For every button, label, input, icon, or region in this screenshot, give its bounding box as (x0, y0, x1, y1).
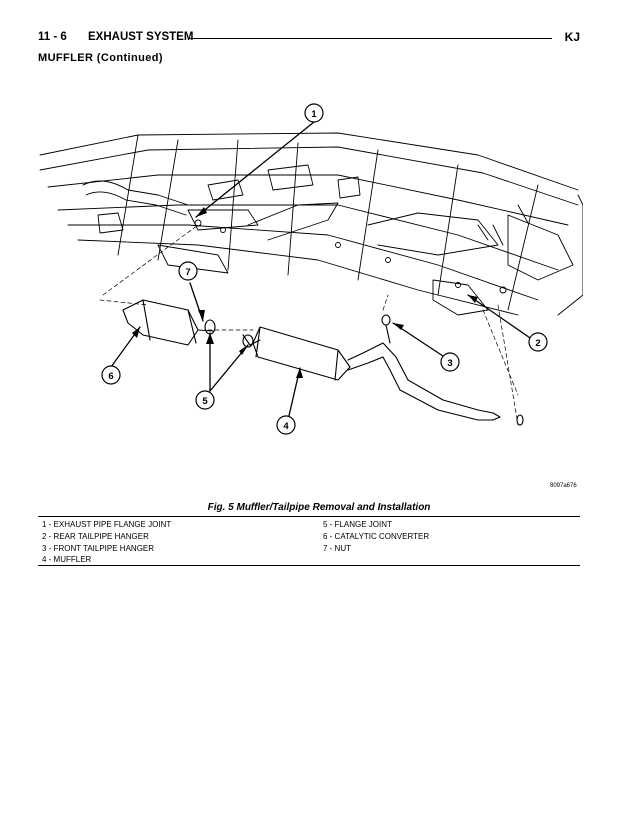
figure-caption: Fig. 5 Muffler/Tailpipe Removal and Inst… (207, 502, 431, 513)
svg-text:7: 7 (185, 267, 190, 278)
legend-column-left: 1 - EXHAUST PIPE FLANGE JOINT 2 - REAR T… (42, 519, 171, 566)
svg-text:3: 3 (447, 358, 452, 369)
svg-text:6: 6 (108, 371, 113, 382)
legend-column-right: 5 - FLANGE JOINT 6 - CATALYTIC CONVERTER… (323, 519, 429, 554)
svg-text:5: 5 (202, 396, 208, 407)
legend-item: 3 - FRONT TAILPIPE HANGER (42, 543, 155, 553)
arrowheads (132, 207, 478, 378)
figure-id: 8097a676 (550, 483, 577, 489)
svg-text:4: 4 (283, 421, 289, 432)
callout-2: 2 (528, 332, 548, 352)
subheading: MUFFLER (Continued) (38, 52, 163, 64)
legend-item: 4 - MUFFLER (42, 555, 92, 565)
callout-3: 3 (440, 352, 460, 372)
page-header: 11 - 6 EXHAUST SYSTEM KJ (38, 29, 580, 47)
callout-5: 5 (195, 390, 215, 410)
svg-text:1: 1 (311, 109, 317, 120)
catalytic-converter-drawing (122, 299, 216, 346)
legend-item: 1 - EXHAUST PIPE FLANGE JOINT (42, 520, 172, 529)
legend-item: 7 - NUT (323, 543, 351, 553)
muffler-drawing (242, 314, 524, 426)
legend-bottom-rule (38, 565, 580, 566)
callout-4: 4 (276, 415, 296, 435)
callout-6: 6 (101, 365, 121, 385)
legend-item: 5 - FLANGE JOINT (323, 520, 392, 529)
vehicle-underbody (39, 132, 583, 316)
legend-item: 6 - CATALYTIC CONVERTER (323, 531, 430, 541)
svg-text:2: 2 (535, 338, 540, 349)
callout-1: 1 (304, 103, 324, 123)
callout-7: 7 (178, 261, 198, 281)
page-number: 11 - 6 (38, 31, 67, 43)
legend-item: 2 - REAR TAILPIPE HANGER (42, 531, 149, 541)
legend-top-rule (38, 516, 580, 517)
exhaust-illustration: 1 2 3 4 5 6 7 (38, 95, 583, 495)
section-title: EXHAUST SYSTEM (88, 31, 194, 43)
alignment-lines (99, 224, 519, 426)
model-code: KJ (564, 30, 580, 44)
header-rule (188, 38, 552, 39)
